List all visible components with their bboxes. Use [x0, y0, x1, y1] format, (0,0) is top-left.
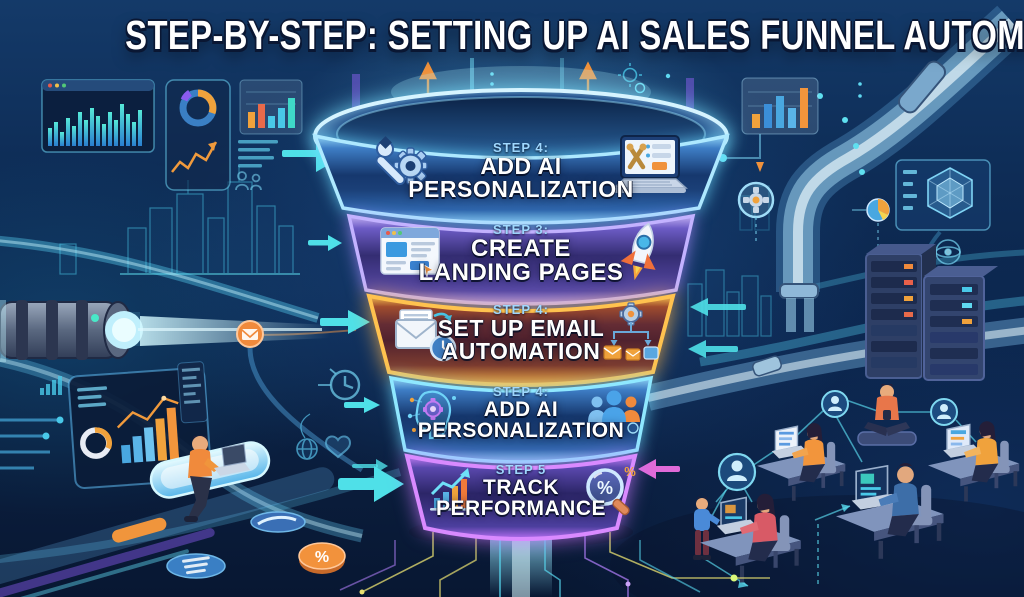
seated-person [184, 435, 250, 522]
data-pipe-right [776, 5, 1024, 332]
bar-chart-panel-right [719, 77, 819, 172]
server-rack-2 [923, 266, 998, 381]
desk-worker [836, 463, 944, 559]
svg-text:%: % [597, 478, 613, 498]
bullet-lines [0, 416, 64, 470]
globe-icon [296, 413, 318, 460]
svg-text:%: % [624, 464, 636, 479]
percent-coin: % [298, 542, 346, 574]
light-ramp [0, 467, 335, 597]
analytics-dashboard [67, 361, 212, 490]
gear-badge-icon [737, 181, 775, 244]
ai-head-icon [404, 386, 462, 444]
funnel-arrows [308, 235, 746, 502]
heart-icon [324, 435, 352, 459]
funnel-band-3 [366, 293, 676, 387]
desk-worker [928, 421, 1020, 502]
people-mini-icon [235, 171, 262, 191]
envelope-clock-icon [392, 306, 460, 364]
wrench-gear-icon [374, 136, 434, 196]
page-title: STEP-BY-STEP: SETTING UP AI SALES FUNNEL… [125, 12, 1024, 58]
funnel-band-4 [388, 375, 654, 464]
user-node-icon [930, 398, 958, 426]
data-pipe-left [0, 300, 330, 362]
desk-worker [757, 423, 846, 501]
email-workflow-icon [600, 302, 662, 362]
clock-icon [318, 368, 361, 401]
swoosh-disc [250, 511, 306, 533]
desk-worker [700, 493, 801, 583]
rocket-icon [614, 220, 670, 282]
city-skyline-left [59, 166, 300, 275]
growth-chart-icon [424, 464, 476, 516]
server-rack-1 [865, 244, 936, 379]
donut-line-panel-icon [165, 79, 231, 191]
pie-chart-icon [852, 198, 890, 252]
person-crosslegged [857, 384, 917, 446]
laptop-tools-icon [612, 134, 688, 200]
text-lines [238, 140, 278, 168]
person-standing [693, 497, 720, 560]
audience-icon [586, 388, 642, 434]
mini-bar-chart-icon [239, 79, 303, 135]
browser-window-icon [379, 224, 443, 282]
user-node-icon [717, 452, 757, 492]
svg-text:%: % [315, 549, 329, 566]
list-disc [166, 553, 226, 579]
email-badge-icon [236, 320, 264, 348]
bar-chart-window-icon [41, 79, 155, 153]
signal-bars-icon [40, 376, 62, 395]
user-node-icon [821, 390, 849, 418]
magnifier-percent-icon: % % [580, 460, 638, 520]
circuit-lines [339, 532, 770, 597]
network-hexagon-panel [895, 159, 991, 231]
